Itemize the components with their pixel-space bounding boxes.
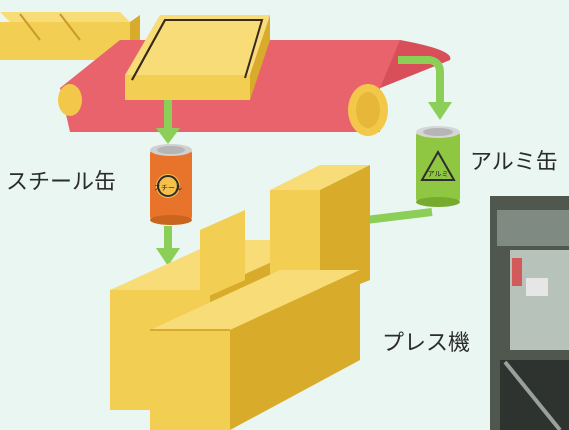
steel-drop-arrow-bottom (156, 226, 180, 266)
aluminum-can: アルミ (416, 126, 460, 207)
steel-can-mark: スチール (154, 184, 182, 192)
facility-photo (490, 196, 569, 430)
steel-can-label: スチール缶 (6, 170, 117, 195)
press-machine (110, 165, 370, 430)
aluminum-can-mark: アルミ (428, 170, 449, 178)
aluminum-drop-arrow (398, 56, 452, 120)
press-machine-label: プレス機 (382, 331, 471, 356)
aluminum-can-label: アルミ缶 (470, 150, 558, 175)
steel-can: スチール (150, 144, 192, 225)
left-roller (58, 84, 82, 116)
steel-drop-arrow-top (156, 100, 180, 144)
belt-tray (125, 15, 270, 100)
